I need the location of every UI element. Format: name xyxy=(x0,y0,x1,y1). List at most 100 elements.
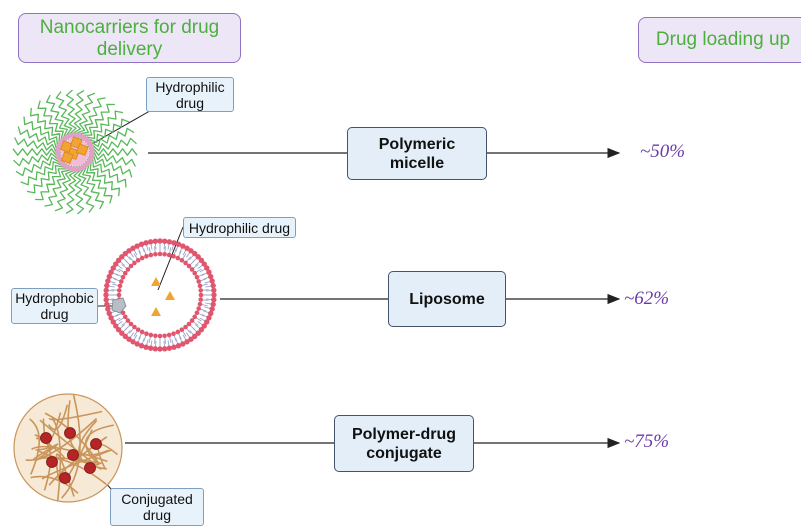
micelle-tail xyxy=(29,107,65,144)
lipid-head-outer xyxy=(201,323,207,329)
polymer-strand xyxy=(48,404,69,431)
lipid-tail-outer xyxy=(199,268,206,273)
lipid-head-inner xyxy=(132,260,137,266)
lipid-tail-outer xyxy=(179,247,183,254)
lipid-tail-outer xyxy=(109,281,116,284)
lipid-head-inner xyxy=(197,283,203,289)
lipid-head-outer xyxy=(211,292,217,298)
lipid-head-outer xyxy=(134,243,140,249)
lipid-tail-outer xyxy=(112,272,119,276)
lipid-tail-outer xyxy=(204,306,211,309)
lipid-head-outer xyxy=(113,261,119,267)
lipid-tail-inner xyxy=(112,283,119,286)
lipid-head-outer xyxy=(110,319,116,325)
lipid-tail-inner xyxy=(198,273,205,277)
lipid-head-inner xyxy=(157,333,163,339)
lipid-tail-inner xyxy=(164,337,166,344)
lipid-tail-outer xyxy=(137,336,141,343)
lipid-head-outer xyxy=(171,344,177,350)
lipid-tail-inner xyxy=(148,247,151,254)
conjugated-drug-sphere xyxy=(64,427,76,439)
lipid-head-outer xyxy=(104,282,110,289)
lipid-tail-outer xyxy=(112,314,119,318)
lipid-head-outer xyxy=(195,330,201,336)
lipid-head-outer xyxy=(162,346,168,352)
polymer-strand xyxy=(41,449,113,480)
header-drug-loading: Drug loading up xyxy=(638,17,801,63)
lipid-head-inner xyxy=(198,288,204,293)
lipid-head-inner xyxy=(189,267,195,272)
micelle-tail xyxy=(26,161,66,194)
micelle-tail xyxy=(55,91,73,139)
lipid-head-inner xyxy=(125,318,131,323)
lipid-head-inner xyxy=(157,251,163,257)
lipid-tail-inner xyxy=(154,246,156,253)
conjugated-drug-sphere xyxy=(40,432,52,444)
lipid-tail-inner xyxy=(186,256,191,262)
lipid-head-outer xyxy=(204,319,210,325)
lipid-head-outer xyxy=(157,238,163,244)
lipid-head-outer xyxy=(210,301,216,308)
lipid-head-outer xyxy=(147,345,154,351)
lipid-tail-inner xyxy=(129,328,134,334)
lipid-head-inner xyxy=(153,251,158,257)
micelle-tail xyxy=(77,165,95,213)
lipid-tail-inner xyxy=(154,337,156,344)
hydrophobic-drug-shape xyxy=(111,297,127,314)
lipid-head-inner xyxy=(128,321,134,327)
lipid-head-outer xyxy=(143,344,149,350)
callout-liposome-hydrophobic-drug-text: Hydrophobic drug xyxy=(15,290,94,322)
lipid-tail-outer xyxy=(194,261,201,266)
lipid-tail-inner xyxy=(118,268,124,273)
lipid-tail-outer xyxy=(171,244,174,251)
lipid-tail-outer xyxy=(197,321,203,326)
lipid-head-outer xyxy=(119,330,125,336)
polymer-strand xyxy=(33,443,59,462)
micelle-tail xyxy=(12,148,62,156)
lipid-tail-outer xyxy=(179,336,183,343)
micelle-tail xyxy=(37,100,67,142)
lipid-head-inner xyxy=(144,254,149,259)
lipid-tail-outer xyxy=(171,339,174,346)
lipid-tail-outer xyxy=(205,302,212,305)
callout-conjugated-drug-text: Conjugated drug xyxy=(121,491,193,523)
lipid-tail-outer xyxy=(129,332,134,338)
lipid-tail-inner xyxy=(113,278,120,282)
lipid-tail-inner xyxy=(138,250,142,257)
micelle-tail xyxy=(86,158,127,188)
hydrophilic-drug-cube xyxy=(61,151,74,164)
lipid-tail-outer xyxy=(182,249,187,256)
micelle-tail xyxy=(85,160,121,197)
lipid-tail-inner xyxy=(169,247,172,254)
lipid-head-inner xyxy=(132,324,137,330)
lipid-tail-outer xyxy=(114,268,121,273)
lipid-head-inner xyxy=(192,314,198,320)
lipid-head-inner xyxy=(166,252,172,258)
lipid-tail-inner xyxy=(125,325,130,330)
lipid-head-outer xyxy=(103,287,109,293)
lipid-tail-inner xyxy=(193,321,199,326)
lipid-head-inner xyxy=(135,257,141,263)
lipid-head-outer xyxy=(130,339,136,345)
lipid-head-inner xyxy=(198,297,204,302)
lipid-tail-inner xyxy=(193,264,199,269)
lipid-head-inner xyxy=(175,329,181,335)
callout-liposome-hydrophilic-drug-text: Hydrophilic drug xyxy=(188,219,291,236)
micelle-tail xyxy=(65,165,78,214)
polymer-strand xyxy=(25,417,98,461)
lipid-head-outer xyxy=(210,282,216,289)
lipid-head-outer xyxy=(198,327,205,333)
lipid-head-outer xyxy=(106,310,112,317)
lipid-tail-inner xyxy=(148,336,151,343)
lipid-head-inner xyxy=(162,251,167,257)
lipid-head-outer xyxy=(126,248,132,254)
lipid-head-outer xyxy=(184,245,190,251)
lipid-tail-inner xyxy=(196,268,202,273)
polymer-strand xyxy=(51,417,62,501)
micelle-tail xyxy=(87,127,135,148)
lipid-tail-inner xyxy=(118,317,124,322)
lipid-tail-outer xyxy=(167,340,170,347)
lipid-head-outer xyxy=(209,278,215,284)
polymer-strand xyxy=(55,453,75,497)
